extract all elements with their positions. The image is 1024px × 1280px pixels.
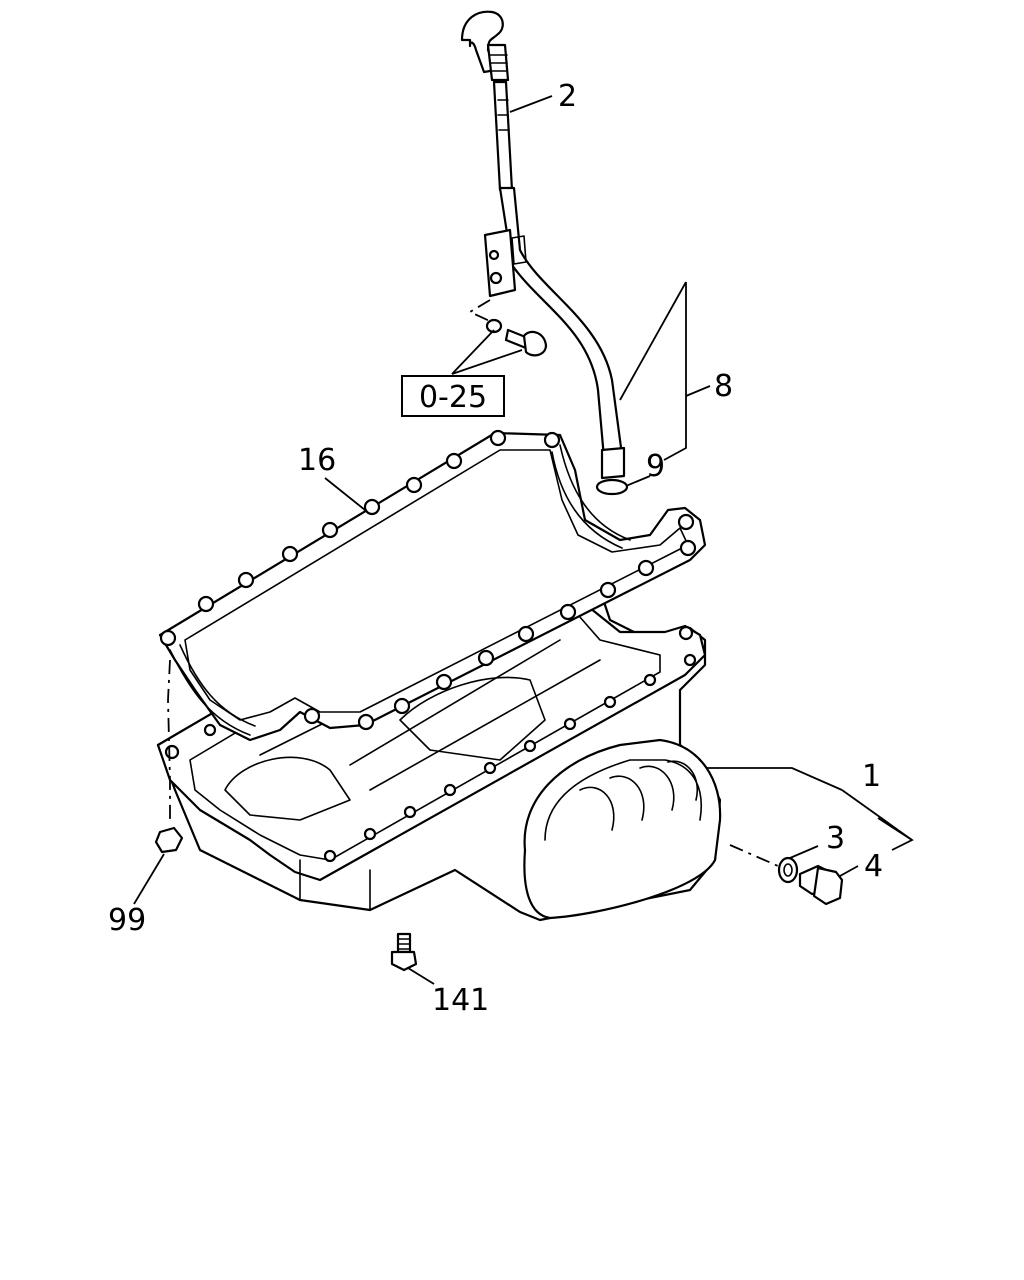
gasket-bolt-holes (159, 429, 697, 731)
stud-bolt (154, 659, 184, 854)
callout-16: 16 (298, 443, 336, 478)
callout-8: 8 (714, 369, 733, 404)
leader-lines (133, 95, 914, 985)
reference-box: 0-25 (401, 375, 505, 417)
oil-dipstick (460, 10, 514, 192)
callout-3: 3 (826, 821, 845, 856)
drain-plug-washer (729, 844, 799, 884)
reference-box-label: 0-25 (419, 380, 487, 415)
o-ring (595, 478, 629, 496)
bracket-bolt (468, 299, 548, 357)
callout-labels: 2 8 9 16 1 3 4 99 141 (108, 79, 883, 1018)
callout-1: 1 (862, 759, 881, 794)
drain-plug (798, 864, 844, 906)
oil-pan-gasket (158, 429, 707, 742)
callout-4: 4 (864, 849, 883, 884)
callout-99: 99 (108, 903, 146, 938)
callout-141: 141 (432, 983, 489, 1018)
flange-bolt (390, 932, 418, 972)
dipstick-guide-tube (483, 186, 626, 480)
callout-9: 9 (646, 449, 665, 484)
oil-pan (156, 538, 722, 922)
callout-2: 2 (558, 79, 577, 114)
